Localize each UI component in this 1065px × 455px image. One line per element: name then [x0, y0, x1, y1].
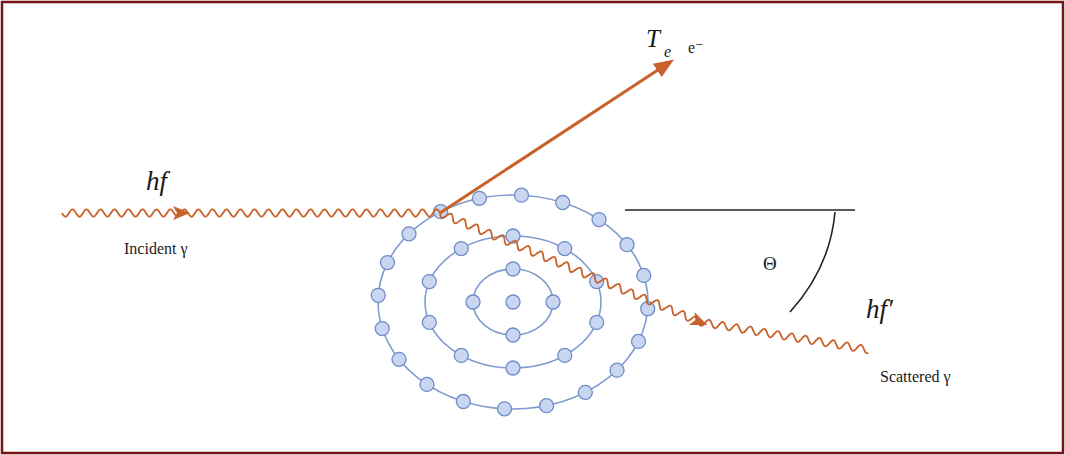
electron-shell: [378, 195, 648, 409]
electron: [375, 322, 389, 336]
electron: [402, 227, 416, 241]
electron: [371, 288, 385, 302]
electron-track: [440, 66, 664, 213]
nucleus: [506, 295, 520, 309]
incident-photon-label: Incident γ: [124, 241, 188, 257]
scattering-angle: Θ: [763, 254, 777, 273]
electron: [422, 315, 436, 329]
electron: [590, 315, 604, 329]
electron-shell: [473, 269, 553, 335]
electron: [454, 348, 468, 362]
electron: [540, 399, 554, 413]
photon-waves: [62, 206, 868, 353]
kinetic-energy-symbol: T: [646, 26, 660, 51]
photon-wave: [62, 209, 440, 216]
electron: [454, 242, 468, 256]
arrow-head: [173, 206, 190, 220]
electron: [422, 275, 436, 289]
electron: [506, 361, 520, 375]
photon-energy: hf′: [866, 296, 893, 323]
electron: [558, 348, 572, 362]
electron: [556, 196, 570, 210]
scattered-photon-label: Scattered γ: [880, 369, 951, 385]
electron: [637, 268, 651, 282]
electron: [380, 256, 394, 270]
electron: [632, 334, 646, 348]
angle-arc: [790, 212, 835, 312]
electron: [578, 385, 592, 399]
electron: [546, 295, 560, 309]
electron: [592, 213, 606, 227]
electron-symbol: e⁻: [688, 40, 704, 56]
electron: [558, 242, 572, 256]
electron: [620, 238, 634, 252]
electron: [420, 377, 434, 391]
arrow-head: [689, 312, 710, 331]
photon-wave: [440, 213, 868, 353]
electron: [498, 402, 512, 416]
electron: [506, 328, 520, 342]
electron: [610, 363, 624, 377]
atom-symbol: [371, 188, 654, 416]
electron: [514, 188, 528, 202]
electron: [392, 352, 406, 366]
electron: [506, 262, 520, 276]
electron-shell: [425, 236, 601, 368]
photon-energy: hf: [146, 168, 167, 195]
electron: [466, 295, 480, 309]
electron: [472, 191, 486, 205]
electron: [456, 394, 470, 408]
reference-line: [625, 209, 855, 211]
subscript: e: [664, 44, 671, 60]
